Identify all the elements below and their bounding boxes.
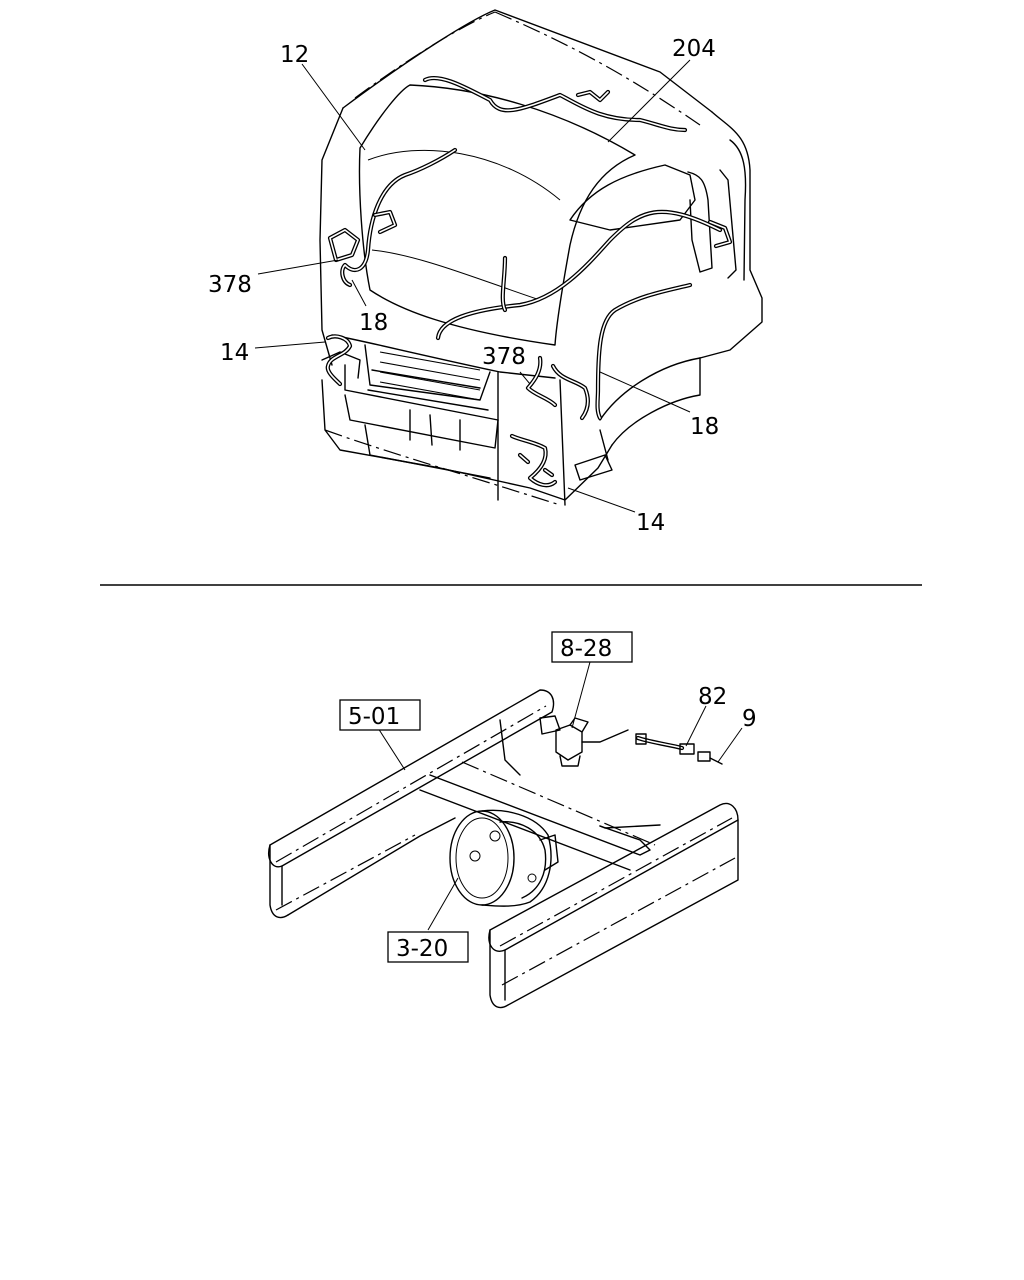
callout-378-right: 378 xyxy=(482,344,526,370)
wiring-harness-204 xyxy=(435,209,733,341)
wiring-harness-378-right xyxy=(525,355,558,408)
wiring-harness-roof xyxy=(422,76,688,133)
callout-9: 9 xyxy=(742,706,757,732)
callout-14-right: 14 xyxy=(636,510,665,536)
callout-18-left: 18 xyxy=(359,310,388,336)
chassis-illustration xyxy=(268,689,739,1009)
wiring-harness-12 xyxy=(327,147,458,288)
callout-18-right: 18 xyxy=(690,414,719,440)
cab-leader-lines xyxy=(254,59,691,513)
ref-box-3-20[interactable]: 3-20 xyxy=(387,931,469,963)
chassis-leader-lines xyxy=(377,661,743,931)
callout-204: 204 xyxy=(672,36,716,62)
callout-12: 12 xyxy=(280,42,309,68)
ref-box-5-01[interactable]: 5-01 xyxy=(339,699,421,731)
wiring-harness-14-left xyxy=(325,334,353,387)
ref-label-3-20: 3-20 xyxy=(396,936,448,962)
wiring-harness-14-right xyxy=(509,433,558,488)
wiring-harness-18-right xyxy=(550,282,693,421)
callout-14-left: 14 xyxy=(220,340,249,366)
ref-label-5-01: 5-01 xyxy=(348,704,400,730)
ref-label-8-28: 8-28 xyxy=(560,636,612,662)
callout-82: 82 xyxy=(698,684,727,710)
ref-box-8-28[interactable]: 8-28 xyxy=(551,631,633,663)
callout-378-left: 378 xyxy=(208,272,252,298)
